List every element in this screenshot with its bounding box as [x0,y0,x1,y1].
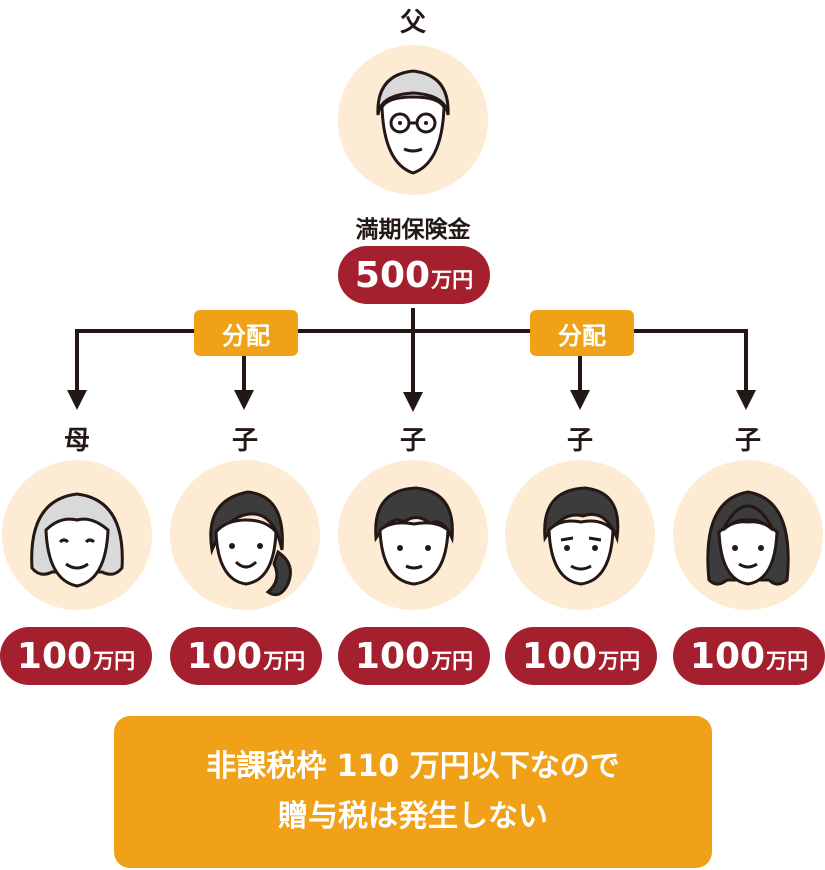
son-face-icon [374,486,454,586]
daughter-face-icon [706,490,790,586]
distribution-tag-left: 分配 [194,310,298,356]
mother-face-icon [30,492,124,588]
child-2-avatar [338,460,488,610]
arrow-child-1 [234,390,254,410]
arrow-mother [67,390,87,410]
recipient-label-child-2: 子 [399,426,426,456]
recipient-amount-unit: 万円 [93,649,136,673]
child-1-avatar [170,460,320,610]
recipient-label-child-3: 子 [566,426,593,456]
tax-note-box: 非課税枠 110 万円以下なので 贈与税は発生しない [114,716,712,868]
father-label: 父 [399,8,426,38]
tax-note-line-2: 贈与税は発生しない [278,799,548,834]
recipient-amount: 100 [521,635,598,677]
child-4-avatar [673,460,823,610]
father-amount: 500 [354,254,431,296]
mother-avatar [2,460,152,610]
father-caption: 満期保険金 [355,217,471,243]
arrow-child-3 [570,390,590,410]
recipient-label-child-1: 子 [231,426,258,456]
father-amount-unit: 万円 [431,268,474,292]
recipient-amount-unit: 万円 [766,649,809,673]
recipient-amount: 100 [16,635,93,677]
recipient-label-mother: 母 [63,426,90,456]
tax-note-line-1: 非課税枠 110 万円以下なので [206,749,620,784]
daughter-face-icon [209,490,292,597]
recipient-amount-unit: 万円 [598,649,641,673]
recipient-amount-unit: 万円 [263,649,306,673]
son-face-icon [543,486,620,586]
arrow-child-4 [736,390,756,410]
father-avatar [338,45,488,195]
recipient-amount: 100 [689,635,766,677]
father-face-icon [376,69,450,175]
recipient-amount-unit: 万円 [431,649,474,673]
child-3-avatar [505,460,655,610]
recipient-amount: 100 [186,635,263,677]
recipient-amount: 100 [354,635,431,677]
recipient-label-child-4: 子 [734,426,761,456]
distribution-tag-right: 分配 [530,310,634,356]
arrow-child-2 [403,392,423,412]
